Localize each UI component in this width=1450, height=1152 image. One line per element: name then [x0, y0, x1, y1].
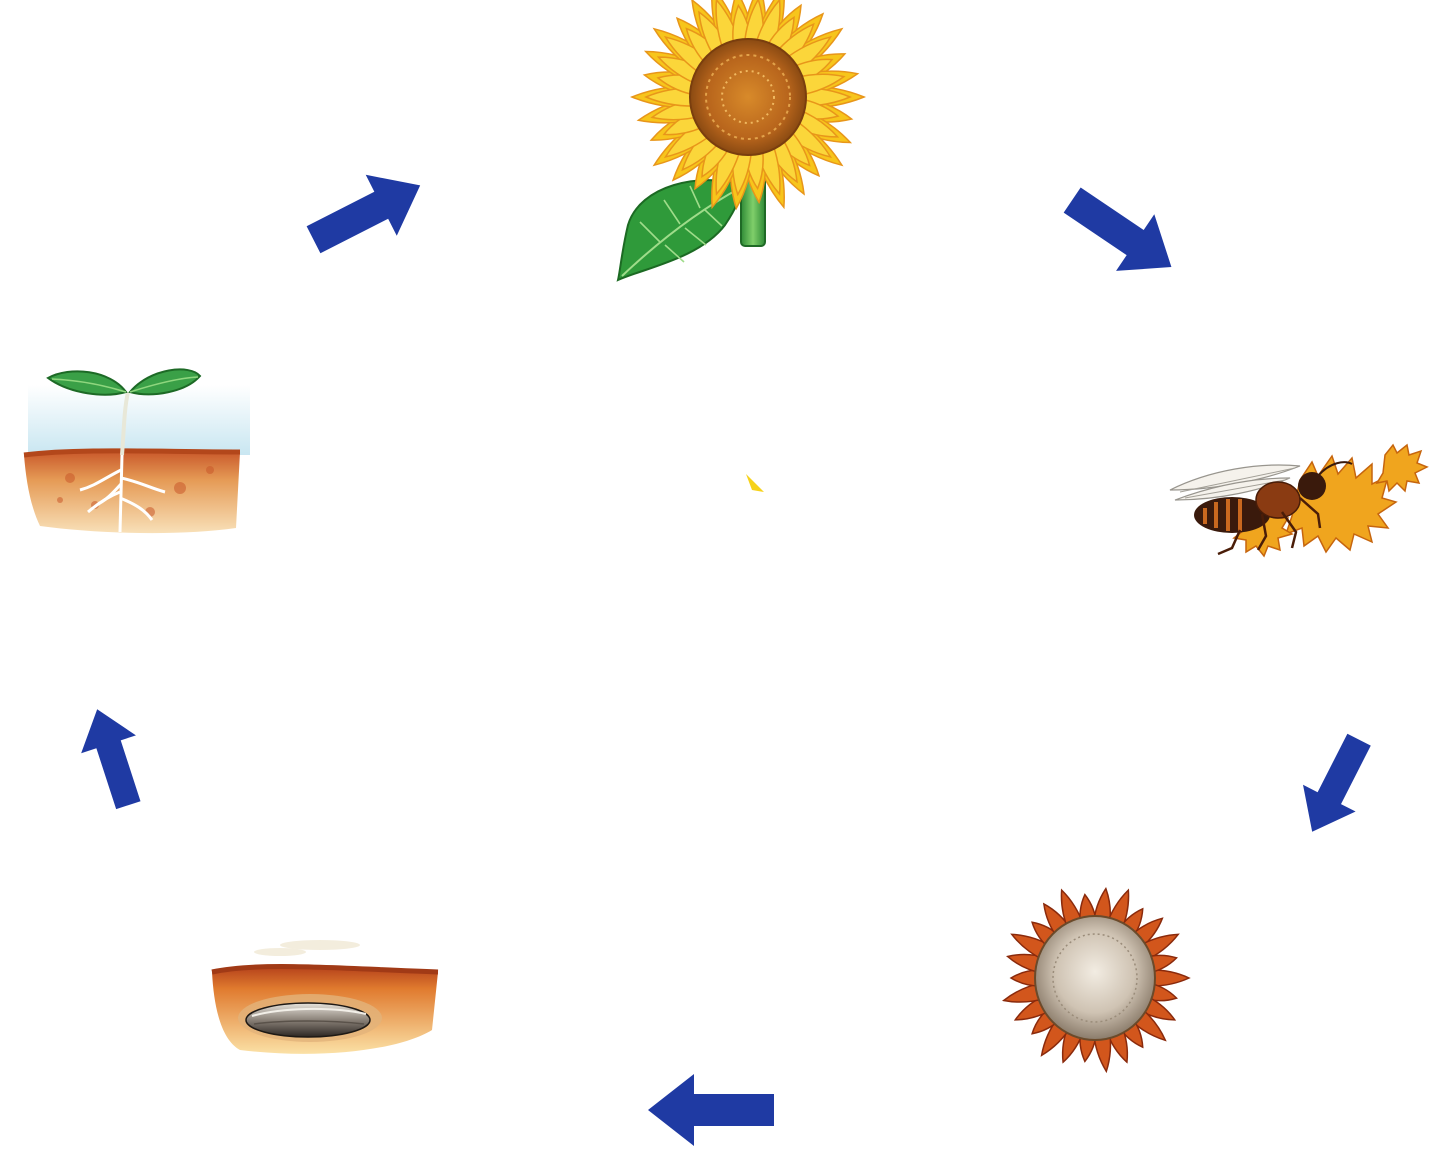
yellow-speck-icon: [746, 474, 764, 492]
arrow-seedhead-to-seed-icon: [648, 1074, 774, 1146]
arrow-bee-to-seedhead-icon: [1286, 726, 1386, 845]
drying-seed-head-icon: [1004, 889, 1189, 1072]
arrow-seedling-to-flower-icon: [298, 155, 436, 270]
bee-on-flower-icon: [1170, 445, 1427, 556]
arrow-seed-to-seedling-icon: [70, 700, 156, 814]
arrow-flower-to-bee-icon: [1053, 172, 1190, 296]
seed-in-soil-icon: [212, 940, 438, 1054]
blooming-sunflower-icon: [618, 0, 864, 280]
seedling-icon: [24, 369, 250, 533]
